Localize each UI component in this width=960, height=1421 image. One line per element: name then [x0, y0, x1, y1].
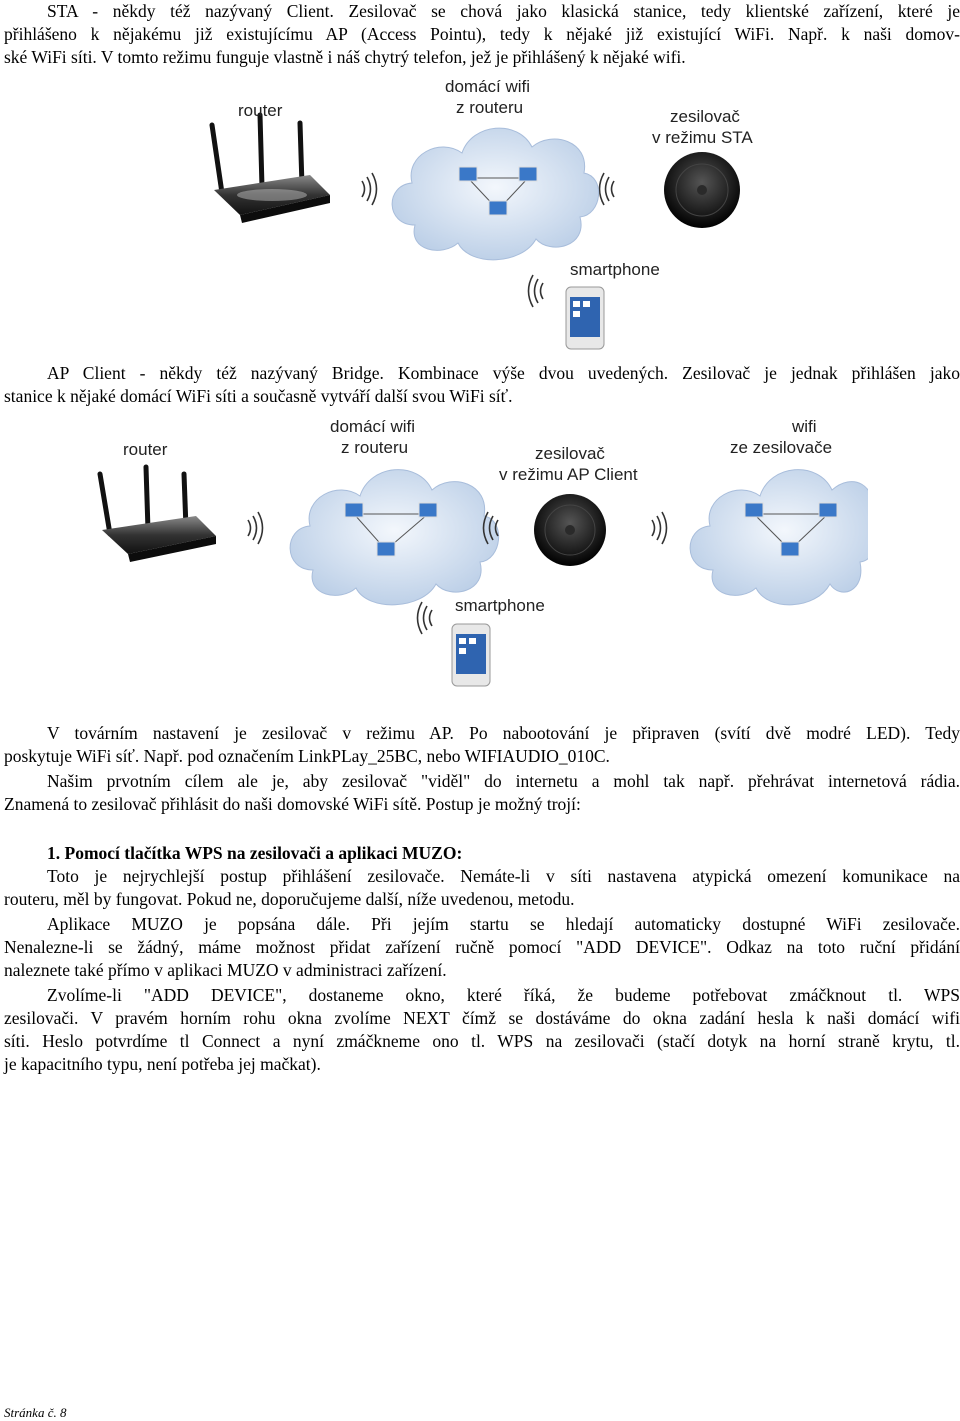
- router-icon: [209, 112, 330, 223]
- smartphone-icon: [565, 286, 605, 350]
- text-line: Toto je nejrychlejší postup přihlášení z…: [47, 866, 960, 886]
- text-line: routeru, měl by fungovat. Pokud ne, dopo…: [4, 889, 575, 909]
- text-line: Nenalezne-li se žádný, máme možnost přid…: [4, 937, 960, 957]
- text-line: STA - někdy též nazývaný Client. Zesilov…: [47, 1, 960, 21]
- section-heading: 1. Pomocí tlačítka WPS na zesilovači a a…: [47, 843, 463, 863]
- cloud-label: domácí wifi: [330, 417, 415, 436]
- smartphone-label: smartphone: [570, 260, 660, 279]
- amplifier-label: zesilovač: [535, 444, 605, 463]
- ap-client-paragraph: AP Client - někdy též nazývaný Bridge. K…: [4, 362, 960, 408]
- sta-paragraph: STA - někdy též nazývaný Client. Zesilov…: [4, 0, 960, 69]
- sta-mode-diagram: router domácí wifi z routeru zesilovač v…: [209, 77, 753, 350]
- factory-paragraph: V továrním nastavení je zesilovač v reži…: [4, 722, 960, 768]
- wps-paragraph: Toto je nejrychlejší postup přihlášení z…: [4, 865, 960, 911]
- text-line: zesilovači. V pravém horním rohu okna zv…: [4, 1008, 960, 1028]
- text-line: síti. Heslo potvrdíme tl Connect a nyní …: [4, 1031, 960, 1051]
- cloud-label: ze zesilovače: [730, 438, 832, 457]
- wifi-waves-icon: [247, 511, 264, 545]
- cloud-label: wifi: [791, 417, 817, 436]
- text-line: V továrním nastavení je zesilovač v reži…: [47, 723, 960, 743]
- text-line: Zvolíme-li "ADD DEVICE", dostaneme okno,…: [47, 985, 960, 1005]
- amplifier-icon: [534, 494, 606, 566]
- wifi-waves-icon: [416, 601, 433, 635]
- text-line: přihlášeno k nějakému již existujícímu A…: [4, 24, 960, 44]
- router-label: router: [123, 440, 168, 459]
- text-line: stanice k nějaké domácí WiFi síti a souč…: [4, 386, 513, 406]
- text-line: ské WiFi síti. V tomto režimu funguje vl…: [4, 47, 686, 67]
- wifi-waves-icon: [482, 511, 499, 545]
- muzo-paragraph: Aplikace MUZO je popsána dále. Při jejím…: [4, 913, 960, 982]
- amplifier-label: v režimu AP Client: [499, 465, 638, 484]
- cloud-icon: [391, 127, 599, 261]
- wifi-waves-icon: [651, 511, 668, 545]
- router-label: router: [238, 101, 283, 120]
- cloud-label: domácí wifi: [445, 77, 530, 96]
- wifi-waves-icon: [361, 172, 378, 206]
- cloud-label: z routeru: [456, 98, 523, 117]
- amplifier-icon: [664, 152, 740, 228]
- goal-paragraph: Našim prvotním cílem ale je, aby zesilov…: [4, 770, 960, 816]
- cloud-icon: [689, 469, 868, 606]
- smartphone-icon: [451, 623, 491, 687]
- smartphone-label: smartphone: [455, 596, 545, 615]
- wifi-waves-icon: [598, 172, 615, 206]
- cloud-label: z routeru: [341, 438, 408, 457]
- amplifier-label: zesilovač: [670, 107, 740, 126]
- cloud-icon: [289, 469, 499, 606]
- amplifier-label: v režimu STA: [652, 128, 753, 147]
- ap-client-mode-diagram: router domácí wifi z routeru zesilovač v…: [97, 417, 868, 687]
- page-number-footer: Stránka č. 8: [4, 1405, 67, 1420]
- text-line: je kapacitního typu, není potřeba jej ma…: [4, 1054, 321, 1074]
- text-line: Našim prvotním cílem ale je, aby zesilov…: [47, 771, 960, 791]
- router-icon: [97, 464, 216, 562]
- add-device-paragraph: Zvolíme-li "ADD DEVICE", dostaneme okno,…: [4, 984, 960, 1076]
- text-line: AP Client - někdy též nazývaný Bridge. K…: [47, 363, 960, 383]
- text-line: poskytuje WiFi síť. Např. pod označením …: [4, 746, 610, 766]
- text-line: naleznete také přímo v aplikaci MUZO v a…: [4, 960, 447, 980]
- text-line: Aplikace MUZO je popsána dále. Při jejím…: [47, 914, 960, 934]
- wifi-waves-icon: [527, 274, 544, 308]
- text-line: Znamená to zesilovač přihlásit do naši d…: [4, 794, 581, 814]
